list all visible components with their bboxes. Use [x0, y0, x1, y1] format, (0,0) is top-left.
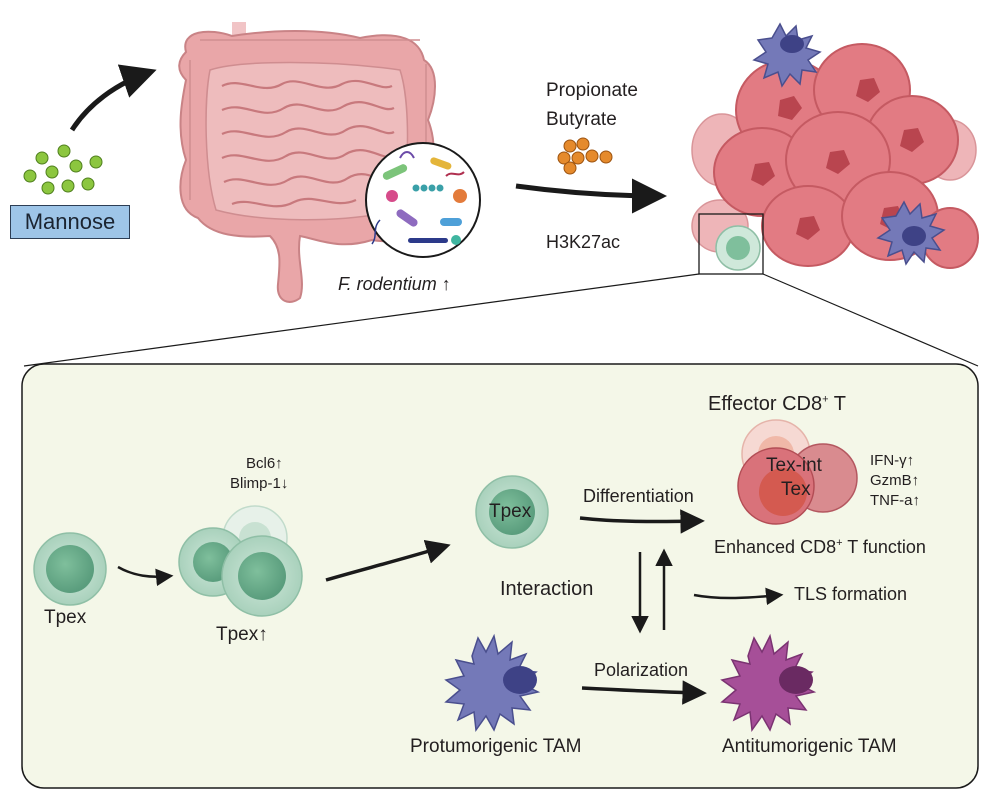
- tpex-up-label: Tpex↑: [216, 624, 268, 645]
- tls-label: TLS formation: [794, 584, 908, 604]
- bacterium-label: F. rodentium ↑: [338, 274, 451, 295]
- bacterium-name: F. rodentium: [338, 274, 437, 294]
- enhanced-suffix: T function: [842, 537, 926, 557]
- arrow-gut-to-tumor: [515, 178, 667, 214]
- propionate-label: Propionate: [546, 80, 638, 101]
- effector-suffix: T: [828, 393, 846, 415]
- tnfa-label: TNF-a↑: [870, 492, 920, 509]
- effector-text: Effector CD8: [708, 393, 823, 415]
- protumorigenic-tam-icon: [444, 633, 541, 733]
- arrow-to-interaction: [325, 539, 451, 582]
- mannose-dots: [23, 144, 103, 195]
- enhanced-sup: +: [836, 537, 843, 549]
- differentiation-label: Differentiation: [583, 486, 694, 506]
- bcl6-label: Bcl6↑: [246, 455, 283, 472]
- effector-cd8-title: Effector CD8+ T: [708, 393, 846, 416]
- tex-int-label: Tex-int: [766, 455, 822, 476]
- antitumorigenic-label: Antitumorigenic TAM: [722, 736, 897, 757]
- tpex-interaction-cell: [475, 475, 549, 549]
- microbiota-icon: [365, 142, 481, 258]
- arrow-differentiation: [579, 509, 705, 534]
- enhanced-text: Enhanced CD8: [714, 537, 837, 557]
- arrow-tpex-expand: [117, 565, 174, 587]
- mannose-label: Mannose: [10, 205, 130, 239]
- interaction-label: Interaction: [500, 578, 594, 600]
- blimp1-label: Blimp-1↓: [230, 475, 289, 492]
- tumor-icon: [691, 22, 979, 271]
- gzmb-label: GzmB↑: [870, 472, 920, 489]
- tpex-cell-label: Tpex: [489, 501, 532, 522]
- enhanced-cd8-label: Enhanced CD8+ T function: [714, 537, 926, 558]
- polarization-label: Polarization: [594, 660, 689, 680]
- effector-cells: [737, 419, 858, 525]
- tpex-cell: [33, 532, 107, 606]
- butyrate-label: Butyrate: [546, 109, 617, 130]
- arrow-polarization: [581, 680, 707, 705]
- arrow-tls: [693, 587, 784, 606]
- antitumorigenic-tam-icon: [720, 633, 817, 733]
- arrow-mannose-to-gut: [69, 64, 157, 132]
- zoom-box: [698, 213, 764, 275]
- bacterium-arrow: ↑: [441, 274, 451, 294]
- intestine-icon: [178, 22, 436, 303]
- scfa-dots: [557, 137, 613, 175]
- effector-sup: +: [822, 393, 829, 406]
- protumorigenic-label: Protumorigenic TAM: [410, 736, 582, 757]
- tex-label: Tex: [781, 479, 811, 500]
- tpex-label: Tpex: [44, 607, 87, 628]
- h3k27ac-label: H3K27ac: [546, 232, 621, 252]
- ifng-label: IFN-γ↑: [870, 452, 915, 469]
- tpex-expanded-cells: [178, 505, 303, 617]
